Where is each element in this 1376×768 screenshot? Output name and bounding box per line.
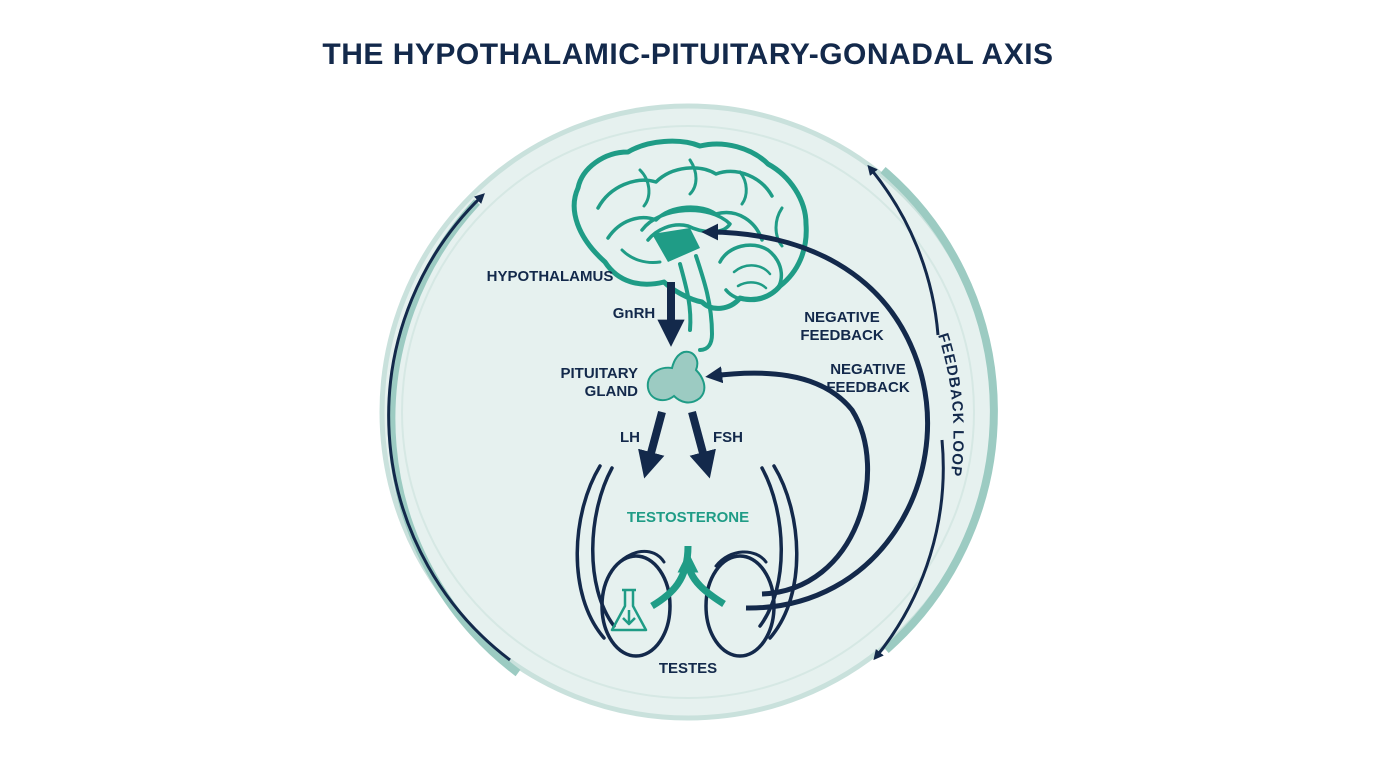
hormone-arrows bbox=[638, 282, 716, 479]
brain-fold bbox=[606, 205, 764, 242]
left-cycle-arc-light bbox=[387, 199, 521, 677]
negative-feedback-label: NEGATIVE bbox=[804, 309, 880, 326]
cerebellum bbox=[718, 243, 783, 303]
negative-feedback-label: NEGATIVE bbox=[830, 361, 906, 378]
brain-fold bbox=[620, 248, 662, 264]
left-scrotum-line bbox=[591, 466, 616, 628]
brain-fold bbox=[688, 158, 698, 196]
left-testis bbox=[600, 554, 672, 658]
fsh-label: FSH bbox=[713, 429, 743, 446]
negative-feedback-label: FEEDBACK bbox=[826, 379, 910, 396]
brain-stem bbox=[678, 262, 693, 332]
testosterone-arrow bbox=[650, 546, 726, 610]
lh-arrow bbox=[638, 410, 666, 479]
brain-icon bbox=[571, 138, 809, 352]
fsh-arrow bbox=[688, 410, 716, 479]
pituitary-label: GLAND bbox=[585, 383, 638, 400]
right-epididymis bbox=[714, 550, 768, 568]
right-scrotum-line bbox=[758, 466, 783, 628]
brain-fold bbox=[638, 168, 651, 208]
left-epididymis bbox=[612, 549, 666, 570]
right-scrotum-line bbox=[768, 464, 799, 640]
testes-label: TESTES bbox=[659, 660, 717, 677]
brain-fold bbox=[596, 166, 774, 210]
pituitary-label: PITUITARY bbox=[561, 365, 639, 382]
brain-stem bbox=[694, 254, 714, 352]
hypothalamus-highlight bbox=[652, 228, 700, 262]
diagram-title: THE HYPOTHALAMIC-PITUITARY-GONADAL AXIS bbox=[322, 38, 1054, 71]
outer-cycle-arrows bbox=[387, 164, 998, 677]
testes-icon bbox=[575, 464, 799, 658]
right-cycle-arc-up bbox=[867, 164, 940, 336]
left-scrotum-line bbox=[575, 464, 606, 640]
hypothalamus-label: HYPOTHALAMUS bbox=[487, 268, 614, 285]
inner-circle-outline bbox=[401, 125, 975, 699]
gnrh-label: GnRH bbox=[613, 305, 656, 322]
testosterone-label: TESTOSTERONE bbox=[627, 509, 749, 526]
negative-feedback-arrows bbox=[701, 223, 931, 611]
right-cycle-arc-light bbox=[880, 166, 998, 654]
feedback-to-hypothalamus-arrow bbox=[701, 223, 931, 611]
pituitary-gland-icon bbox=[646, 350, 706, 404]
flask-icon bbox=[610, 588, 648, 632]
left-cycle-arc bbox=[387, 193, 511, 662]
feedback-to-pituitary-arrow bbox=[705, 366, 871, 597]
negative-feedback-label: FEEDBACK bbox=[800, 327, 884, 344]
lh-label: LH bbox=[620, 429, 640, 446]
cerebellum-fold bbox=[736, 281, 768, 290]
brain-fold bbox=[774, 206, 784, 248]
right-cycle-arc-down bbox=[873, 439, 945, 661]
brain-outline bbox=[571, 138, 809, 311]
cerebellum-fold bbox=[732, 264, 772, 276]
brain-fold bbox=[738, 170, 748, 206]
